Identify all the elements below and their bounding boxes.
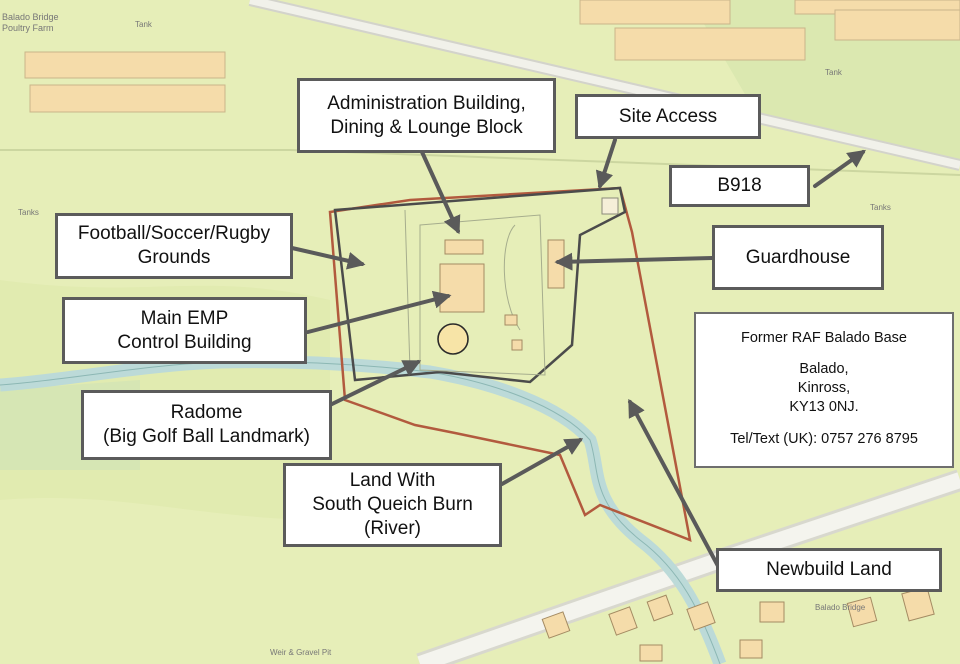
farm-building xyxy=(614,27,806,61)
callout-text: Main EMP xyxy=(140,307,229,329)
road-north-fill xyxy=(249,0,960,169)
map-text: Poultry Farm xyxy=(2,23,54,33)
map-text: Tank xyxy=(825,68,843,77)
emp-control-building xyxy=(439,263,485,313)
callout-text: Guardhouse xyxy=(745,246,851,268)
callout-text: Control Building xyxy=(117,331,252,353)
house xyxy=(686,601,716,631)
house xyxy=(739,639,763,659)
callout-site-access: Site Access xyxy=(575,94,761,139)
callout-guardhouse: Guardhouse xyxy=(712,225,884,290)
small-building xyxy=(504,314,518,326)
callout-text: Administration Building, xyxy=(327,92,526,114)
callout-admin-building: Administration Building, Dining & Lounge… xyxy=(297,78,556,153)
house xyxy=(639,644,663,662)
callout-text: South Queich Burn xyxy=(312,494,473,515)
callout-radome: Radome (Big Golf Ball Landmark) xyxy=(81,390,332,460)
map-text: Tank xyxy=(135,20,153,29)
map-text: Balado Bridge xyxy=(2,12,59,22)
callout-b918: B918 xyxy=(669,165,810,207)
arrow-radome xyxy=(328,360,422,407)
callout-text: Football/Soccer/Rugby xyxy=(77,223,271,244)
callout-text: Radome xyxy=(170,402,243,423)
arrow-river-land xyxy=(500,438,584,486)
map-text: Tanks xyxy=(18,208,39,217)
house xyxy=(846,596,878,628)
callout-text: (Big Golf Ball Landmark) xyxy=(103,426,310,447)
small-building xyxy=(511,339,523,351)
callout-text: Site Access xyxy=(618,105,718,127)
callout-text: Newbuild Land xyxy=(766,559,892,580)
admin-building xyxy=(444,239,484,255)
info-telephone: Tel/Text (UK): 0757 276 8795 xyxy=(730,431,918,447)
callout-land-with-river: Land With South Queich Burn (River) xyxy=(283,463,502,547)
info-title: Former RAF Balado Base xyxy=(740,330,907,346)
radome-marker xyxy=(437,323,469,355)
info-address-line: Balado, xyxy=(799,361,849,377)
compound-track xyxy=(404,209,411,371)
map-text: Tanks xyxy=(870,203,891,212)
site-access-building xyxy=(601,197,619,215)
river-edge xyxy=(0,361,721,664)
arrow-site-access xyxy=(595,138,617,190)
info-address-line: KY13 0NJ. xyxy=(789,399,859,415)
compound-track xyxy=(419,214,546,376)
callout-emp-control-building: Main EMP Control Building xyxy=(62,297,307,364)
callout-newbuild-land: Newbuild Land xyxy=(716,548,942,592)
callout-text: Land With xyxy=(349,470,436,491)
callout-text: B918 xyxy=(717,175,762,196)
callout-text: Dining & Lounge Block xyxy=(330,116,523,138)
arrow-guardhouse xyxy=(554,252,714,271)
farm-building xyxy=(24,51,226,79)
callout-football-grounds: Football/Soccer/Rugby Grounds xyxy=(55,213,293,279)
site-info-box: Former RAF Balado Base Balado, Kinross, … xyxy=(694,312,954,468)
arrow-newbuild xyxy=(628,398,720,568)
arrow-b918 xyxy=(813,149,866,188)
house xyxy=(646,594,674,622)
house xyxy=(541,611,571,639)
arrow-admin xyxy=(420,150,461,235)
map-text: Balado Bridge xyxy=(815,603,866,612)
callout-text: Grounds xyxy=(137,247,211,268)
guardhouse-building xyxy=(547,239,565,289)
house xyxy=(608,606,638,636)
callout-text: (River) xyxy=(364,518,421,539)
farm-building xyxy=(579,0,731,25)
map-text: Weir & Gravel Pit xyxy=(270,648,332,657)
arrow-football xyxy=(290,246,366,270)
farm-building xyxy=(834,9,960,41)
farm-building xyxy=(29,84,226,113)
arrow-emp xyxy=(306,290,452,334)
house xyxy=(759,601,785,623)
info-address-line: Kinross, xyxy=(797,380,851,396)
